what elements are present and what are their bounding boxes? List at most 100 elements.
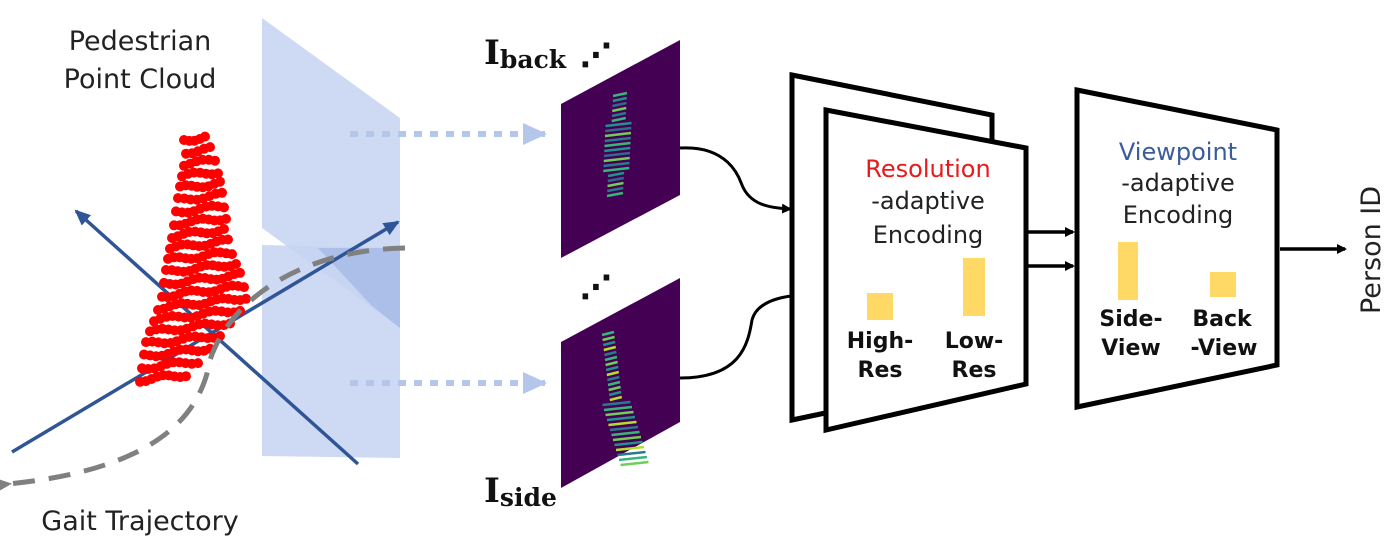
point-cloud-point bbox=[223, 234, 233, 245]
side-view-label-line1: Side- bbox=[1099, 307, 1162, 332]
depth-pixel-stroke bbox=[602, 340, 616, 347]
back-view-image bbox=[561, 40, 680, 258]
point-cloud-point bbox=[200, 131, 210, 142]
depth-pixel-stroke bbox=[605, 126, 632, 133]
point-cloud-label-line1: Pedestrian bbox=[69, 26, 212, 57]
point-cloud-point bbox=[235, 267, 245, 278]
depth-pixel-stroke bbox=[604, 131, 632, 138]
point-cloud-point bbox=[193, 358, 203, 369]
depth-pixel-stroke bbox=[607, 380, 621, 387]
back-view-silhouette bbox=[603, 91, 632, 198]
depth-pixel-stroke bbox=[605, 410, 634, 417]
depth-pixel-stroke bbox=[603, 405, 633, 412]
point-cloud-point bbox=[231, 259, 241, 269]
depth-pixel-stroke bbox=[603, 345, 617, 352]
depth-pixel-stroke bbox=[608, 420, 637, 427]
depth-pixel-stroke bbox=[612, 96, 628, 103]
point-cloud-point bbox=[219, 202, 229, 213]
depth-pixel-stroke bbox=[611, 116, 627, 123]
depth-pixel-stroke bbox=[606, 415, 636, 422]
depth-pixel-stroke bbox=[601, 330, 615, 337]
depth-pixel-stroke bbox=[604, 141, 631, 148]
depth-pixel-stroke bbox=[606, 370, 620, 377]
point-cloud-point bbox=[210, 155, 220, 166]
point-cloud-point bbox=[239, 282, 249, 293]
depth-pixel-stroke bbox=[604, 146, 631, 153]
point-cloud-point bbox=[241, 293, 251, 304]
depth-pixel-stroke bbox=[607, 171, 625, 178]
depth-pixel-stroke bbox=[609, 395, 623, 402]
viewpoint-line3: Encoding bbox=[1123, 201, 1234, 229]
gait-trajectory-curve bbox=[0, 245, 406, 495]
point-cloud-point bbox=[219, 224, 229, 234]
depth-pixel-stroke bbox=[615, 445, 645, 452]
depth-pixel-stroke bbox=[617, 450, 646, 457]
gait-trajectory-label: Gait Trajectory bbox=[41, 506, 238, 537]
depth-pixel-stroke bbox=[611, 430, 640, 437]
connector-back-to-encoder bbox=[679, 146, 792, 214]
ellipsis-bottom: ⋰ bbox=[580, 268, 612, 306]
i-back-label: Iback bbox=[484, 33, 567, 74]
depth-pixel-stroke bbox=[604, 136, 631, 143]
projection-planes bbox=[262, 18, 400, 458]
plane-overlap bbox=[318, 248, 400, 328]
point-cloud-point bbox=[213, 168, 223, 179]
side-view-silhouette bbox=[601, 330, 649, 467]
resolution-keyword: Resolution bbox=[865, 155, 990, 183]
depth-pixel-stroke bbox=[620, 460, 649, 467]
depth-pixel-stroke bbox=[607, 375, 620, 382]
side-view-image bbox=[561, 278, 680, 488]
high-res-label-line1: High- bbox=[847, 329, 914, 354]
low-res-weight-bar bbox=[963, 258, 985, 316]
depth-pixel-stroke bbox=[612, 91, 628, 98]
point-cloud-point bbox=[221, 213, 231, 224]
side-view-label-line2: View bbox=[1101, 336, 1160, 361]
resolution-encoder bbox=[823, 106, 1029, 434]
pedestrian-point-cloud bbox=[135, 131, 251, 387]
depth-pixel-stroke bbox=[602, 400, 631, 407]
side-view-weight-bar bbox=[1118, 242, 1138, 300]
depth-pixel-stroke bbox=[608, 385, 621, 392]
point-cloud-point bbox=[227, 249, 237, 260]
depth-pixel-stroke bbox=[603, 151, 631, 158]
depth-pixel-stroke bbox=[604, 350, 617, 357]
point-cloud-point bbox=[217, 187, 227, 198]
person-id-label: Person ID bbox=[1356, 186, 1387, 314]
depth-pixel-stroke bbox=[604, 355, 618, 362]
back-view-label-line2: -View bbox=[1191, 336, 1258, 361]
depth-pixel-stroke bbox=[602, 335, 615, 342]
back-view-label-line1: Back bbox=[1192, 307, 1253, 332]
depth-pixel-stroke bbox=[605, 365, 619, 372]
back-view-weight-bar bbox=[1210, 272, 1236, 297]
depth-pixel-stroke bbox=[607, 181, 624, 188]
resolution-line2: -adaptive bbox=[871, 187, 985, 215]
depth-pixel-stroke bbox=[603, 161, 630, 168]
depth-pixel-stroke bbox=[609, 425, 639, 432]
depth-pixel-stroke bbox=[611, 106, 627, 113]
i-side-label: Iside bbox=[484, 471, 557, 512]
depth-pixel-stroke bbox=[614, 440, 643, 447]
depth-pixel-stroke bbox=[606, 191, 624, 198]
depth-pixel-stroke bbox=[603, 156, 630, 163]
depth-pixel-stroke bbox=[605, 360, 618, 367]
resolution-line3: Encoding bbox=[873, 221, 984, 249]
ellipsis-top: ⋰ bbox=[580, 36, 612, 74]
depth-pixel-stroke bbox=[611, 111, 627, 118]
low-res-label-line1: Low- bbox=[945, 329, 1004, 354]
depth-pixel-stroke bbox=[612, 435, 642, 442]
depth-pixel-stroke bbox=[618, 455, 648, 462]
viewpoint-line2: -adaptive bbox=[1121, 169, 1235, 197]
depth-pixel-stroke bbox=[607, 176, 624, 183]
viewpoint-keyword: Viewpoint bbox=[1119, 138, 1237, 166]
low-res-label-line2: Res bbox=[952, 358, 997, 383]
high-res-label-line2: Res bbox=[858, 358, 903, 383]
depth-pixel-stroke bbox=[605, 121, 632, 128]
depth-pixel-stroke bbox=[603, 166, 630, 173]
depth-pixel-stroke bbox=[612, 101, 627, 108]
high-res-weight-bar bbox=[867, 293, 893, 320]
depth-pixel-stroke bbox=[607, 186, 624, 193]
point-cloud-point bbox=[215, 176, 225, 187]
point-cloud-point bbox=[205, 142, 215, 153]
point-cloud-label-line2: Point Cloud bbox=[64, 64, 217, 95]
